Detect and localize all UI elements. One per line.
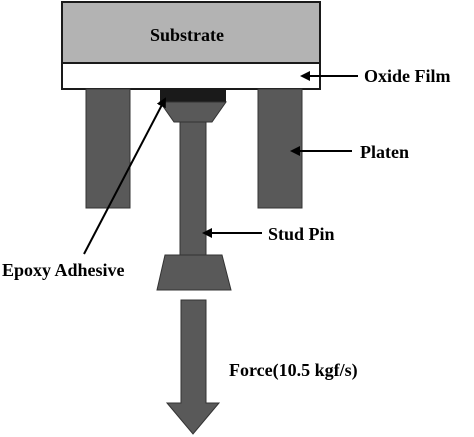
oxide-film (61, 62, 321, 90)
platen-right (257, 88, 303, 209)
stud-pin-shaft (179, 121, 207, 256)
epoxy-adhesive-layer (160, 89, 226, 102)
oxide-film-label: Oxide Film (364, 66, 451, 86)
substrate (61, 1, 321, 64)
stud-pin-base (156, 254, 232, 291)
substrate-label: Substrate (150, 25, 224, 45)
platen-left (85, 88, 131, 209)
force-label: Force(10.5 kgf/s) (229, 360, 358, 381)
epoxy-adhesive-label: Epoxy Adhesive (2, 260, 125, 280)
stud-pin-label: Stud Pin (268, 224, 335, 244)
epoxy-adhesive-pointer (83, 97, 166, 255)
platen-label: Platen (360, 142, 409, 162)
stud-pin-head (159, 101, 227, 123)
force-arrow (165, 299, 221, 435)
